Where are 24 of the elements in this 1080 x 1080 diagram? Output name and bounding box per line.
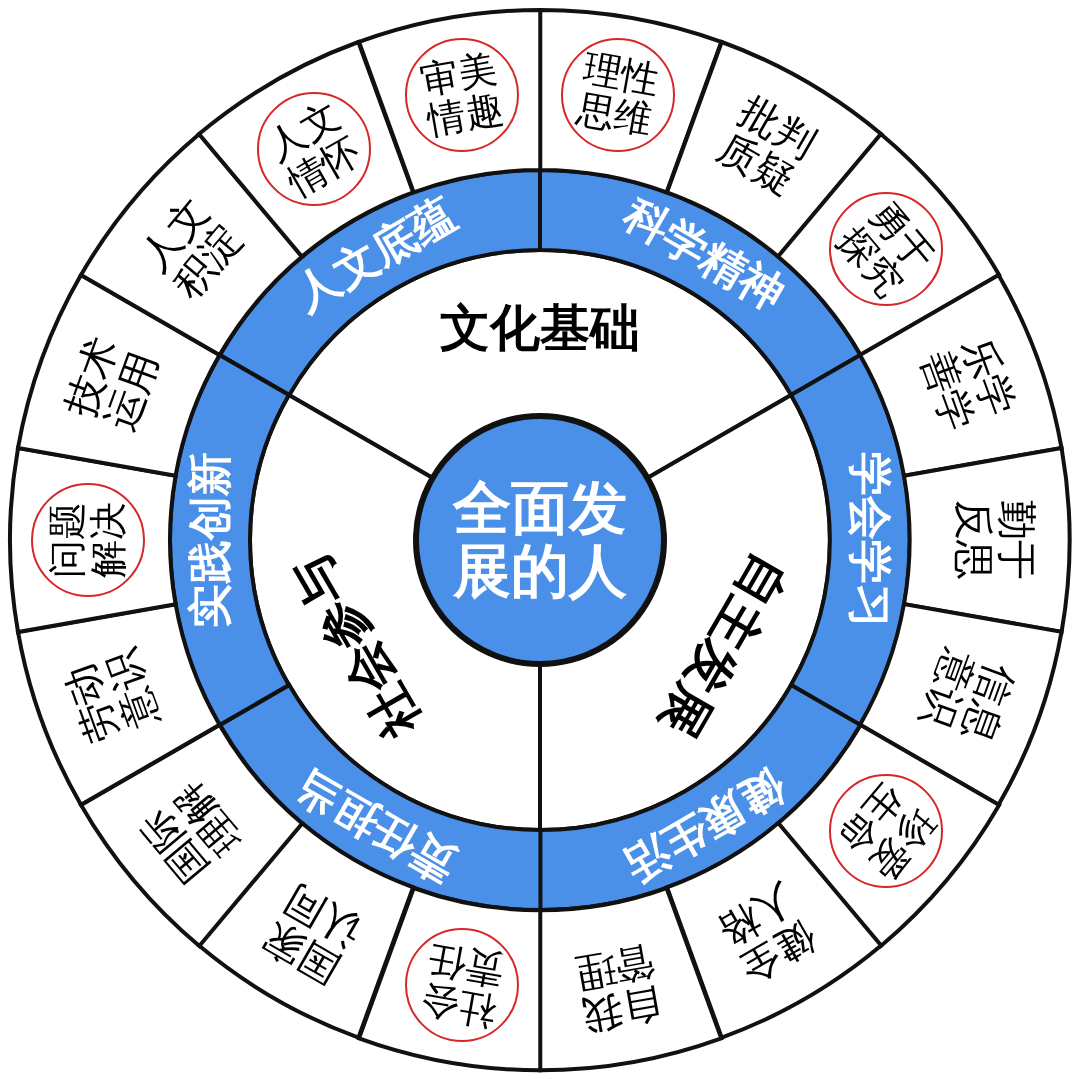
segment-label: 勇于探究 [828,191,945,308]
segment-label: 人文积淀 [130,186,252,309]
segment-label: 问题解决 [46,501,130,580]
segment-label: 审美情趣 [415,47,508,143]
segment-label: 人文情怀 [258,92,369,205]
segment-label: 批判质疑 [709,86,826,206]
segment-label: 劳动意识 [56,641,169,751]
segment-label: 国际理解 [130,772,252,894]
segment-label: 全面发展的人 [451,477,628,603]
segment-label: 自我管理 [570,937,668,1039]
segment-label: 文化基础 [439,301,641,355]
segment-label: 自主发展 [647,543,800,750]
segment-label: 理性思维 [572,47,665,143]
segment-label: 技术运用 [56,330,169,439]
segment-label: 乐学善学 [911,330,1024,439]
segment-label: 勤于反思 [951,499,1039,582]
segment-label: 社会参与 [280,543,433,750]
segment-label: 学会学习 [846,451,894,630]
segment-label: 社会责任 [415,937,508,1033]
segment-label: 实践创新 [186,451,234,630]
segment-label: 珍爱生命 [828,773,945,889]
segment-label: 国家认同 [254,874,371,994]
segment-label: 信息意识 [911,641,1024,751]
segment-label: 健全人格 [709,874,826,994]
